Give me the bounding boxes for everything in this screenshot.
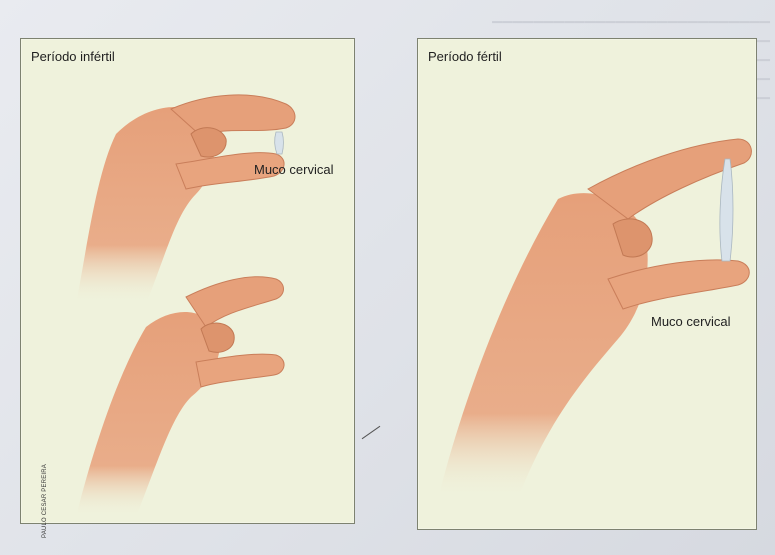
illustrator-credit: PAULO CESAR PEREIRA [42, 464, 48, 538]
cervical-mucus-label-infertile: Muco cervical [254, 162, 333, 177]
paper-mark [362, 426, 381, 439]
fertile-period-panel: Período fértil Muco cervical [417, 38, 757, 530]
fertile-period-title: Período fértil [428, 49, 502, 64]
infertile-period-title: Período infértil [31, 49, 115, 64]
infertile-period-panel: Período infértil Muco cervical [20, 38, 355, 524]
hand-illustration-open [76, 267, 336, 517]
cervical-mucus-label-fertile: Muco cervical [651, 314, 730, 329]
